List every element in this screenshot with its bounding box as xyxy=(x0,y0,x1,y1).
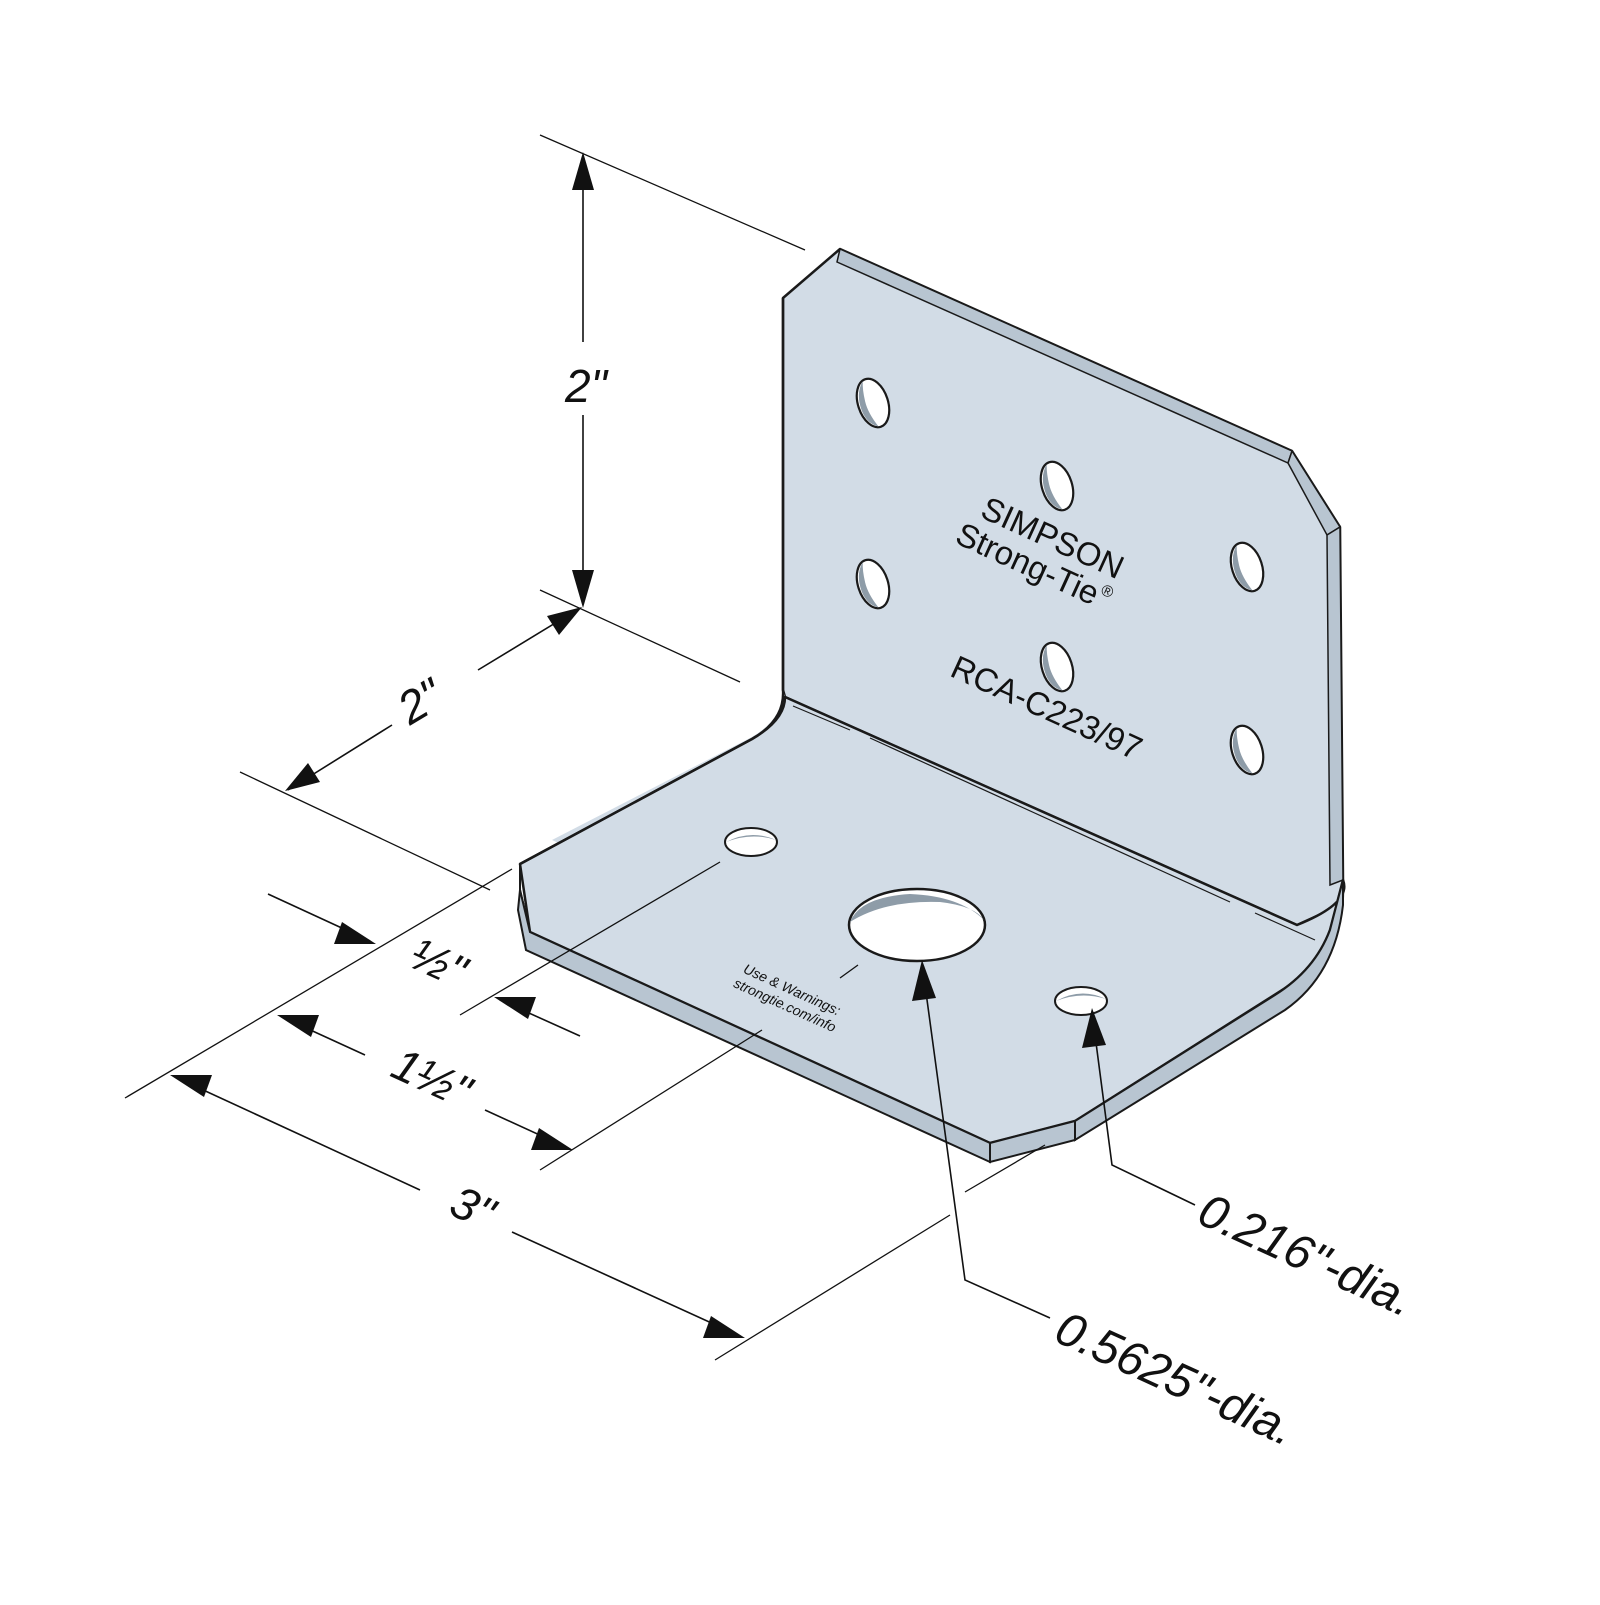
ext-line-right xyxy=(714,1214,951,1361)
arrow-1half-right xyxy=(531,1128,573,1150)
arrow-depth-bottom xyxy=(285,763,320,791)
callout-small-hole: 0.216"-dia. xyxy=(1190,1184,1422,1328)
arrow-depth-top xyxy=(547,607,582,635)
dim-width-label: 3" xyxy=(443,1175,505,1241)
leader-small-hole xyxy=(1094,1034,1196,1206)
vertical-flange-right-edge xyxy=(1326,525,1344,887)
callout-large-hole: 0.5625"-dia. xyxy=(1047,1302,1303,1457)
ext-line-small-hole xyxy=(459,861,721,1016)
large-hole xyxy=(847,887,987,963)
ext-line-large-hole xyxy=(839,964,859,979)
arrow-1half-left xyxy=(277,1015,319,1037)
callout-large-hole-group: 0.5625"-dia. xyxy=(1047,1302,1303,1457)
nail-slot xyxy=(1229,724,1265,776)
bend-line-upper xyxy=(792,705,851,731)
nail-slot xyxy=(855,377,891,429)
dim-half-label: ½" xyxy=(403,927,477,998)
arrow-half-left xyxy=(334,922,376,944)
dim-1half-label: 1½" xyxy=(384,1037,481,1119)
nail-slots xyxy=(855,377,1265,776)
dim-half-group: ½" xyxy=(403,927,477,998)
ext-line-corner xyxy=(964,1144,1046,1193)
arrow-leader-large xyxy=(912,960,936,1001)
dim-line-width-left xyxy=(174,1076,421,1191)
dim-depth-label: 2" xyxy=(388,667,454,735)
arrow-width-left xyxy=(170,1075,212,1097)
dim-line-width-right xyxy=(511,1231,741,1337)
ext-line-bend xyxy=(539,589,741,683)
ext-line-base-front xyxy=(124,868,513,1099)
small-hole-right xyxy=(1054,986,1108,1016)
arrow-half-right xyxy=(494,997,536,1019)
arrow-leader-small xyxy=(1082,1008,1106,1048)
ext-line-front xyxy=(239,771,491,891)
dim-height-label: 2" xyxy=(564,360,610,412)
nail-slot xyxy=(1039,641,1075,693)
nail-slot xyxy=(1229,541,1265,593)
ext-line-warning xyxy=(539,1029,763,1171)
bend-outline xyxy=(519,298,785,866)
ext-line-top xyxy=(539,134,806,251)
small-hole-left xyxy=(724,827,778,857)
callout-small-hole-group: 0.216"-dia. xyxy=(1190,1184,1422,1328)
nail-slot xyxy=(855,558,891,610)
arrow-height-bottom xyxy=(572,570,594,608)
bend-line-upper-2 xyxy=(869,737,1231,903)
bend-line-upper-3 xyxy=(1254,912,1316,941)
dim-1half-group: 1½" xyxy=(384,1037,481,1119)
dim-width-group: 3" xyxy=(443,1175,505,1241)
nail-slot xyxy=(1039,460,1075,512)
dim-depth-group: 2" xyxy=(388,667,454,735)
base-right-edge xyxy=(1074,879,1344,1142)
arrow-height-top xyxy=(572,152,594,190)
leader-large-hole xyxy=(924,984,1051,1319)
arrow-width-right xyxy=(703,1316,745,1338)
